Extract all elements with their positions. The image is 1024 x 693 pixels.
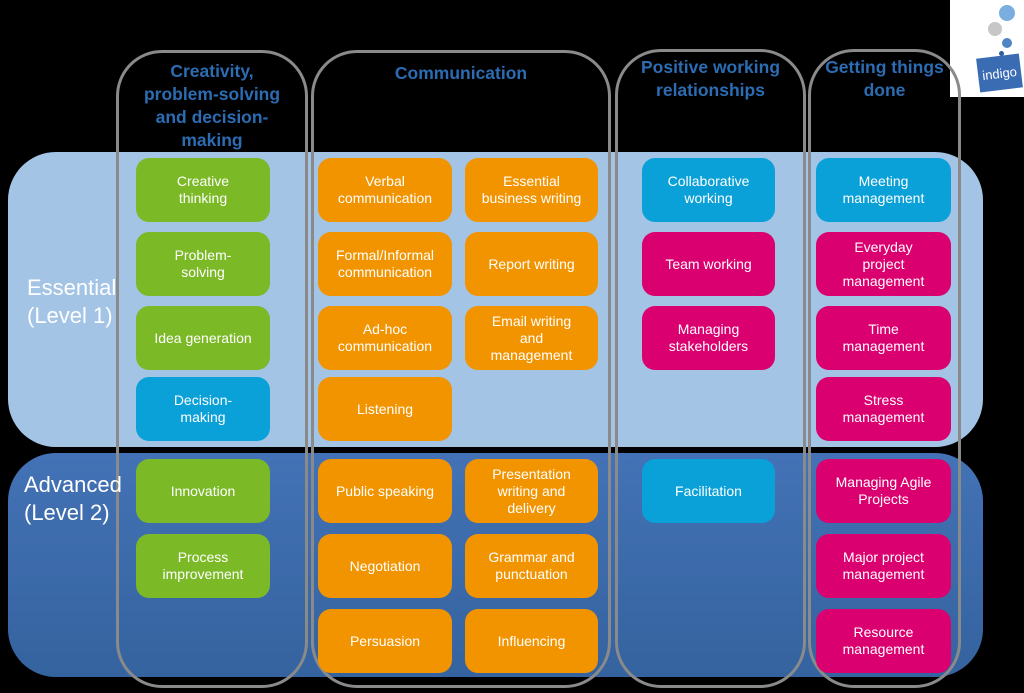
skill-everyday-project-management: Everyday project management xyxy=(816,232,951,296)
skill-process-improvement: Process improvement xyxy=(136,534,270,598)
skill-influencing: Influencing xyxy=(465,609,598,673)
advanced-level-label: Advanced (Level 2) xyxy=(24,472,122,525)
column-outline-relationships xyxy=(615,49,806,688)
skill-major-project-management: Major project management xyxy=(816,534,951,598)
skill-persuasion: Persuasion xyxy=(318,609,452,673)
skill-negotiation: Negotiation xyxy=(318,534,452,598)
column-header-creativity: Creativity, problem-solving and decision… xyxy=(143,61,281,150)
skill-public-speaking: Public speaking xyxy=(318,459,452,523)
skill-innovation: Innovation xyxy=(136,459,270,523)
column-header-relationships: Positive working relationships xyxy=(640,57,781,100)
skill-idea-generation: Idea generation xyxy=(136,306,270,370)
logo-bubble-icon xyxy=(999,5,1015,21)
skill-listening: Listening xyxy=(318,377,452,441)
skill-time-management: Time management xyxy=(816,306,951,370)
skill-essential-business-writing: Essential business writing xyxy=(465,158,598,222)
skill-facilitation: Facilitation xyxy=(642,459,775,523)
logo-bubble-icon xyxy=(999,51,1004,56)
skill-team-working: Team working xyxy=(642,232,775,296)
skill-resource-management: Resource management xyxy=(816,609,951,673)
skill-formal-informal-communication: Formal/Informal communication xyxy=(318,232,452,296)
skill-managing-agile-projects: Managing Agile Projects xyxy=(816,459,951,523)
column-outline-communication xyxy=(311,50,611,688)
indigo-logo: indigo xyxy=(976,53,1023,93)
skill-stress-management: Stress management xyxy=(816,377,951,441)
skill-email-writing-and-management: Email writing and management xyxy=(465,306,598,370)
logo-bubble-icon xyxy=(1002,38,1012,48)
skill-presentation-writing-and-delivery: Presentation writing and delivery xyxy=(465,459,598,523)
skill-creative-thinking: Creative thinking xyxy=(136,158,270,222)
skill-decision-making: Decision- making xyxy=(136,377,270,441)
skill-verbal-communication: Verbal communication xyxy=(318,158,452,222)
column-header-getting-things-done: Getting things done xyxy=(825,57,944,100)
column-outline-creativity xyxy=(116,50,308,688)
skill-ad-hoc-communication: Ad-hoc communication xyxy=(318,306,452,370)
skill-meeting-management: Meeting management xyxy=(816,158,951,222)
skill-grammar-and-punctuation: Grammar and punctuation xyxy=(465,534,598,598)
essential-level-label: Essential (Level 1) xyxy=(27,275,117,328)
skill-collaborative-working: Collaborative working xyxy=(642,158,775,222)
skill-problem-solving: Problem- solving xyxy=(136,232,270,296)
logo-bubble-icon xyxy=(988,22,1002,36)
indigo-logo-text: indigo xyxy=(981,63,1018,83)
column-header-communication: Communication xyxy=(394,63,528,83)
skill-report-writing: Report writing xyxy=(465,232,598,296)
column-outline-getting-things-done xyxy=(808,49,961,688)
skill-managing-stakeholders: Managing stakeholders xyxy=(642,306,775,370)
